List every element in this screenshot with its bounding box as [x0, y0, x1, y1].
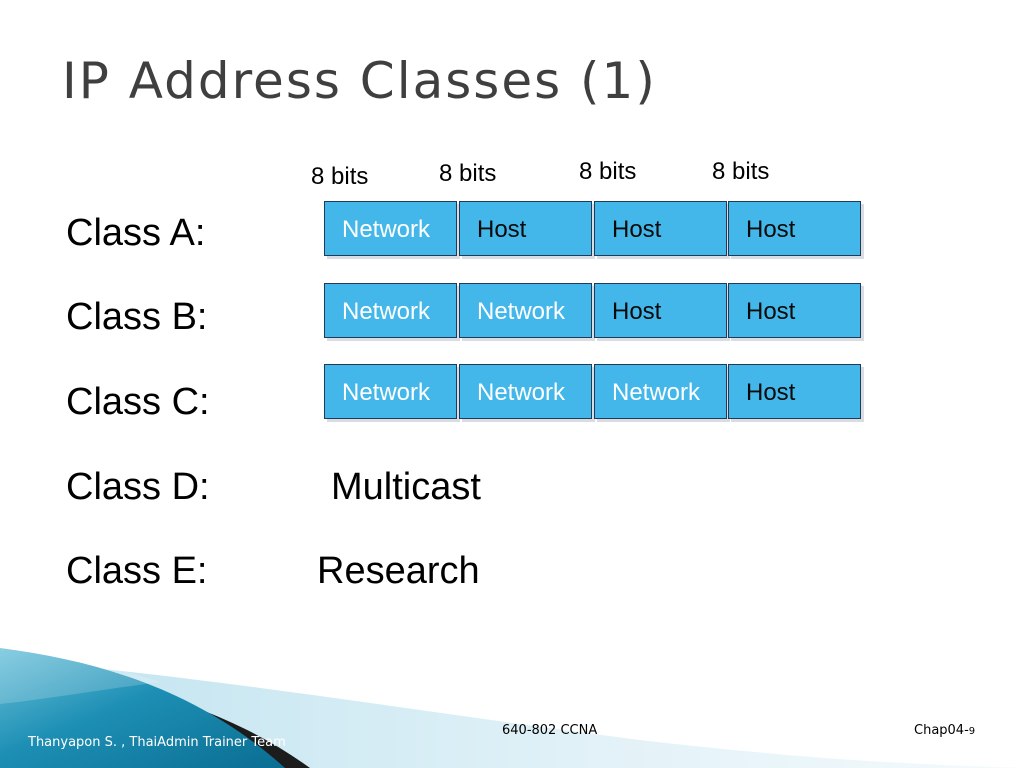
footer-page-number: 9: [968, 726, 976, 737]
class-a-octet-1: Network: [324, 201, 457, 256]
octet-label: Network: [477, 298, 566, 325]
octet-label: Host: [746, 216, 796, 243]
class-c-octets: Network Network Network Host: [324, 364, 862, 420]
class-e-label: Class E:: [66, 550, 208, 592]
octet-label: Network: [342, 298, 431, 325]
class-a-octet-3: Host: [594, 201, 727, 256]
octet-label: Host: [746, 379, 796, 406]
octet-label: Network: [612, 379, 701, 406]
class-a-octets: Network Host Host Host: [324, 201, 862, 257]
octet-label: Network: [342, 216, 431, 243]
octet-label: Host: [746, 298, 796, 325]
class-e-description: Research: [317, 550, 480, 592]
class-b-octets: Network Network Host Host: [324, 283, 862, 339]
class-c-octet-3: Network: [594, 364, 727, 419]
slide-title: IP Address Classes (1): [62, 52, 657, 110]
bits-label-octet-2: 8 bits: [439, 160, 497, 187]
class-b-label: Class B:: [66, 296, 208, 338]
octet-label: Network: [477, 379, 566, 406]
class-a-label: Class A:: [66, 212, 206, 254]
class-c-label: Class C:: [66, 381, 210, 423]
octet-label: Host: [477, 216, 527, 243]
class-a-octet-2: Host: [459, 201, 592, 256]
class-c-octet-2: Network: [459, 364, 592, 419]
class-c-octet-1: Network: [324, 364, 457, 419]
footer-course: 640-802 CCNA: [502, 723, 598, 738]
bits-label-octet-1: 8 bits: [311, 163, 369, 190]
class-b-octet-2: Network: [459, 283, 592, 338]
footer-chapter-label: Chap04-: [914, 723, 969, 738]
octet-label: Host: [612, 216, 662, 243]
footer-author: Thanyapon S. , ThaiAdmin Trainer Team: [28, 735, 286, 750]
bits-label-octet-3: 8 bits: [579, 158, 637, 185]
octet-label: Network: [342, 379, 431, 406]
octet-label: Host: [612, 298, 662, 325]
class-d-description: Multicast: [331, 466, 481, 508]
footer-wave-decoration: [0, 648, 1024, 768]
class-b-octet-3: Host: [594, 283, 727, 338]
class-c-octet-4: Host: [728, 364, 861, 419]
class-b-octet-4: Host: [728, 283, 861, 338]
class-d-label: Class D:: [66, 466, 210, 508]
bits-label-octet-4: 8 bits: [712, 158, 770, 185]
footer-chapter: Chap04-9: [914, 723, 975, 738]
class-a-octet-4: Host: [728, 201, 861, 256]
class-b-octet-1: Network: [324, 283, 457, 338]
